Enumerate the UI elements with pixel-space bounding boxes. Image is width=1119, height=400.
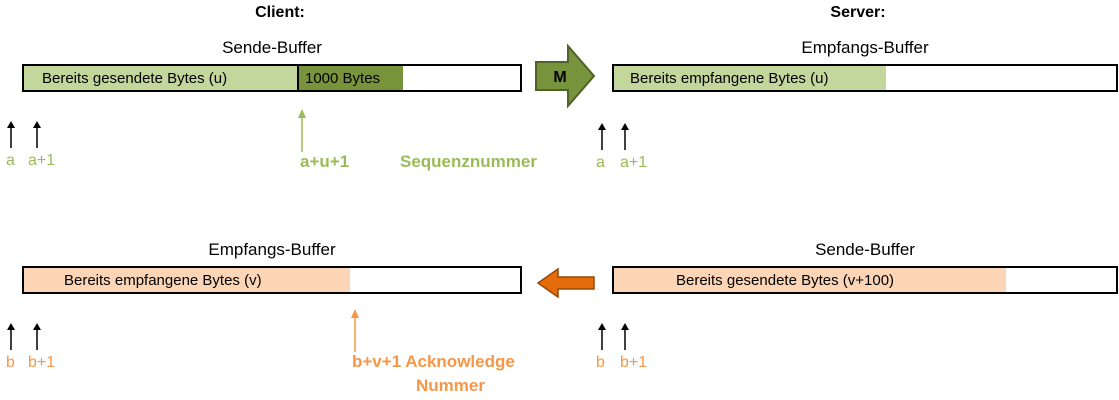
marker-b1-server: b+1: [620, 354, 648, 371]
marker-a1-server: a+1: [620, 154, 648, 171]
marker-a1-client: a+1: [28, 152, 56, 169]
client-receive-buffer-caption: Empfangs-Buffer: [208, 240, 336, 259]
received-bytes-v-segment: Bereits empfangene Bytes (v): [24, 268, 350, 292]
sent-bytes-segment: Bereits gesendete Bytes (u): [24, 66, 297, 90]
pending-bytes-segment: 1000 Bytes: [297, 66, 403, 90]
server-send-buffer: Bereits gesendete Bytes (v+100): [612, 266, 1118, 294]
server-receive-buffer: Bereits empfangene Bytes (u): [612, 64, 1118, 92]
sequence-value: a+u+1: [300, 152, 350, 171]
marker-b-client: b: [6, 354, 15, 371]
client-send-buffer: Bereits gesendete Bytes (u) 1000 Bytes: [22, 64, 522, 92]
ack-number-arrow-icon: [351, 309, 359, 352]
server-receive-buffer-caption: Empfangs-Buffer: [801, 38, 929, 57]
ack-number-line2: Nummer: [416, 376, 485, 395]
message-arrow-label: M: [553, 69, 566, 86]
server-b-markers: [598, 323, 629, 350]
client-b-markers: [7, 323, 41, 350]
ack-arrow-icon: [536, 267, 595, 299]
ack-number-line1: b+v+1 Acknowledge: [352, 352, 515, 371]
server-send-buffer-caption: Sende-Buffer: [815, 240, 915, 259]
sequence-label: Sequenznummer: [400, 152, 537, 171]
message-arrow-icon: M: [535, 43, 596, 109]
sequence-arrow-icon: [298, 109, 306, 152]
server-a-markers: [598, 123, 629, 150]
client-a-markers: [7, 121, 41, 148]
marker-b-server: b: [596, 354, 605, 371]
received-bytes-segment: Bereits empfangene Bytes (u): [614, 66, 886, 90]
client-heading: Client:: [255, 4, 305, 21]
marker-a-client: a: [6, 152, 15, 169]
server-heading: Server:: [830, 4, 886, 21]
sent-bytes-v-segment: Bereits gesendete Bytes (v+100): [614, 268, 1006, 292]
client-send-buffer-caption: Sende-Buffer: [222, 38, 322, 57]
marker-b1-client: b+1: [28, 354, 56, 371]
client-receive-buffer: Bereits empfangene Bytes (v): [22, 266, 522, 294]
marker-a-server: a: [596, 154, 605, 171]
